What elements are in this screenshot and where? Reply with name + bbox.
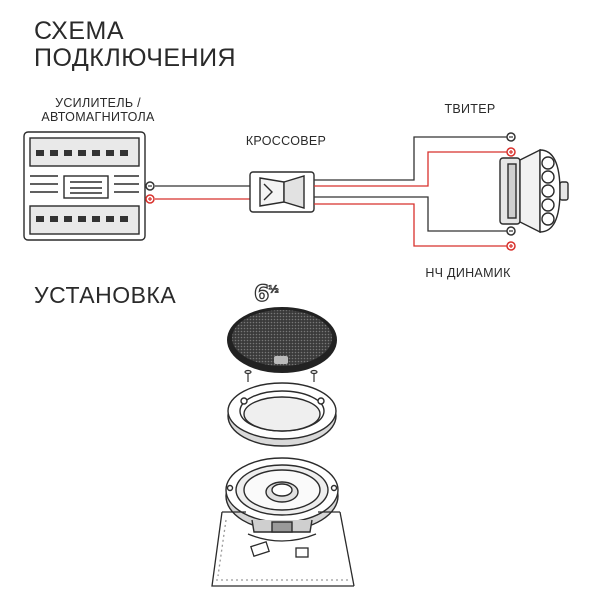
amp-terminals — [145, 181, 155, 204]
speaker-terminals — [506, 132, 516, 251]
size-badge-main: 6 — [253, 281, 270, 307]
size-badge-fraction: ½ — [268, 284, 279, 296]
mount-panel-icon — [211, 511, 355, 587]
tweeter-label: ТВИТЕР — [444, 102, 496, 116]
speaker-grille-icon — [227, 307, 337, 373]
amplifier-label: УСИЛИТЕЛЬ / АВТОМАГНИТОЛА — [18, 96, 178, 124]
page-title: СХЕМА ПОДКЛЮЧЕНИЯ — [34, 18, 236, 72]
title-line-1: СХЕМА — [34, 17, 124, 45]
install-title: УСТАНОВКА — [34, 282, 177, 308]
size-badge: 6½ — [253, 281, 279, 307]
woofer-label: НЧ ДИНАМИК — [425, 266, 511, 280]
tweeter-speaker-icon — [499, 148, 569, 234]
crossover-icon — [249, 171, 315, 213]
output-wires — [314, 136, 508, 247]
title-line-2: ПОДКЛЮЧЕНИЯ — [34, 44, 237, 72]
mounting-screws — [244, 369, 318, 382]
speaker-driver-icon — [225, 457, 339, 533]
crossover-label: КРОССОВЕР — [245, 134, 327, 148]
mounting-ring-icon — [227, 382, 337, 447]
amp-label-line-2: АВТОМАГНИТОЛА — [41, 110, 155, 124]
amp-label-line-1: УСИЛИТЕЛЬ / — [55, 96, 141, 110]
amplifier-icon — [23, 131, 146, 241]
